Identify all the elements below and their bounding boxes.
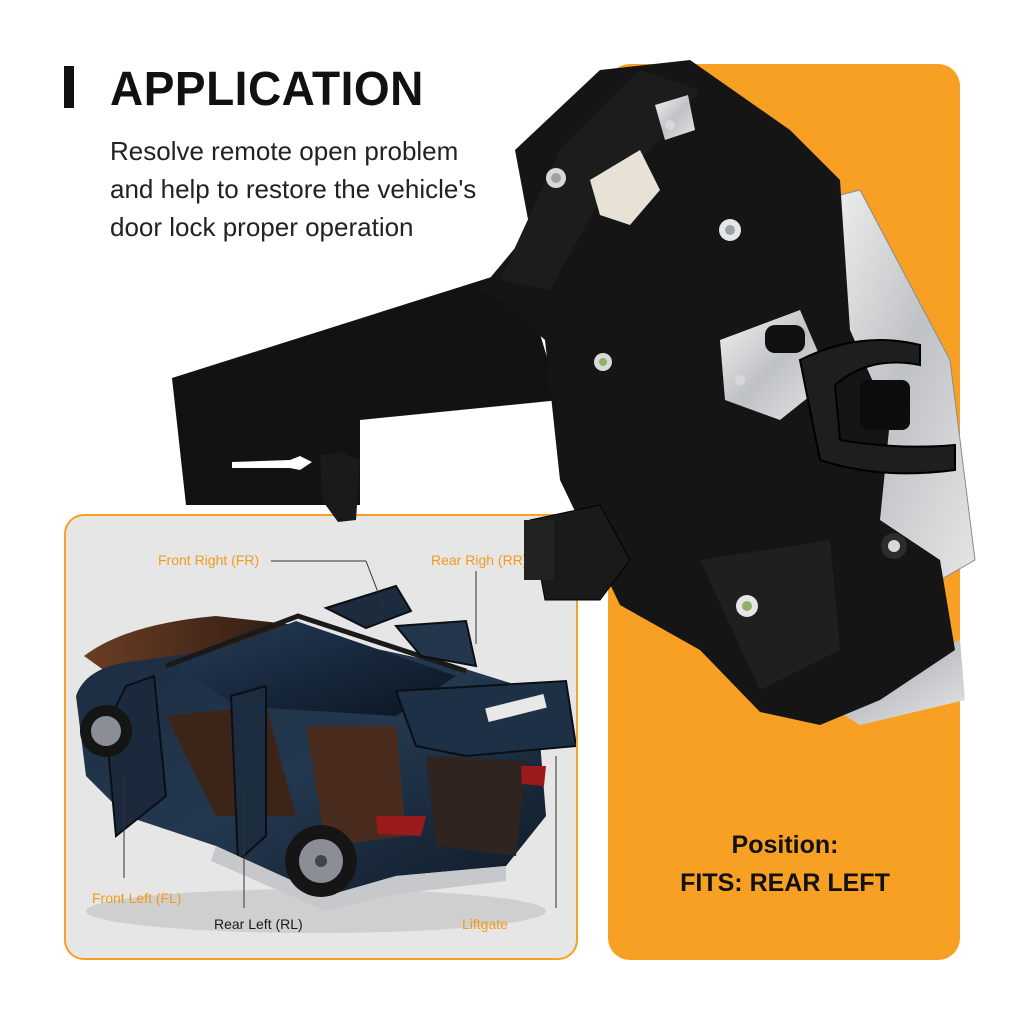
label-rear-left: Rear Left (RL) [214,916,303,932]
label-liftgate: Liftgate [462,916,508,932]
position-label: Position: [731,831,839,859]
suv-open-doors-image [76,560,576,933]
label-rear-right: Rear Righ (RR) [431,552,528,568]
description-line-1: Resolve remote open problem [110,136,459,166]
position-info: Position: FITS: REAR LEFT [610,826,960,902]
title-accent-bar [64,66,74,108]
fits-label: FITS: REAR LEFT [680,869,890,897]
description: Resolve remote open problem and help to … [110,132,530,246]
description-line-2: and help to restore the vehicle's [110,174,477,204]
label-front-right: Front Right (FR) [158,552,260,568]
page-title: APPLICATION [110,60,424,116]
description-line-3: door lock proper operation [110,212,414,242]
car-position-panel: Front Right (FR) Rear Righ (RR) Front Le… [64,514,578,960]
label-front-left: Front Left (FL) [92,890,182,906]
